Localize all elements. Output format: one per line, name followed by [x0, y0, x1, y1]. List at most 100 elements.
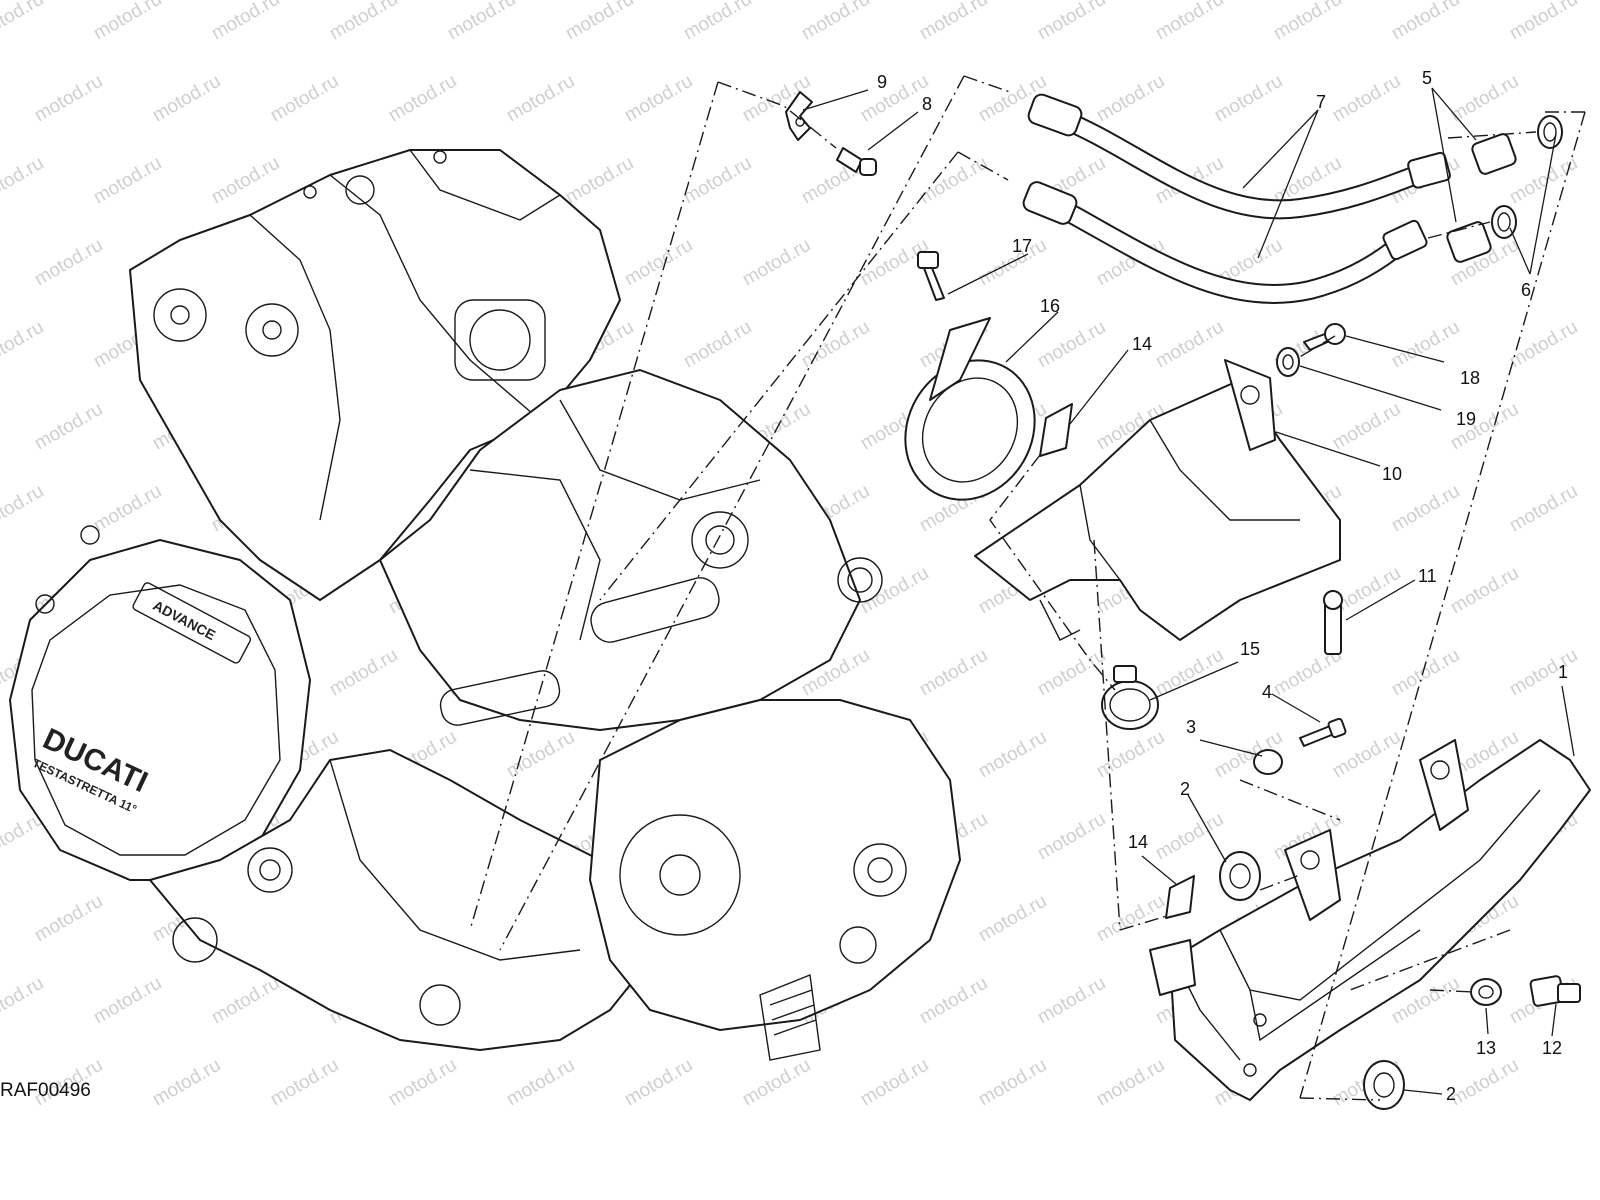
callout-3: 3 — [1186, 717, 1196, 737]
watermark-text: motod.ru — [385, 71, 460, 127]
watermark-text: motod.ru — [208, 973, 283, 1029]
spacer-part — [1253, 749, 1283, 775]
watermark-text: motod.ru — [680, 0, 755, 44]
watermark-text: motod.ru — [1034, 973, 1109, 1029]
watermark-text: motod.ru — [1152, 645, 1227, 701]
watermark-text: motod.ru — [0, 481, 47, 537]
watermark-text: motod.ru — [621, 71, 696, 127]
watermark-text: motod.ru — [1034, 645, 1109, 701]
callout-2-upper: 2 — [1180, 779, 1190, 799]
watermark-text: motod.ru — [1270, 0, 1345, 44]
watermark-text: motod.ru — [1093, 727, 1168, 783]
watermark-text: motod.ru — [562, 153, 637, 209]
horn-part — [904, 317, 1036, 501]
watermark-text: motod.ru — [1329, 399, 1404, 455]
watermark-text: motod.ru — [267, 71, 342, 127]
watermark-text: motod.ru — [1034, 809, 1109, 865]
watermark-text: motod.ru — [739, 235, 814, 291]
watermark-text: motod.ru — [1034, 0, 1109, 44]
watermark-text: motod.ru — [1152, 317, 1227, 373]
callout-16: 16 — [1040, 296, 1060, 316]
watermark-text: motod.ru — [326, 0, 401, 44]
rubber-grommet-lower-part — [1363, 1060, 1405, 1110]
oil-cooler-part — [1149, 739, 1591, 1101]
hose-unions-part — [1446, 133, 1517, 263]
watermark-text: motod.ru — [1506, 645, 1581, 701]
callout-9: 9 — [877, 72, 887, 92]
callout-labels: 9 8 7 5 6 17 16 14 18 19 10 11 15 4 3 2 … — [877, 68, 1568, 1104]
callout-17: 17 — [1012, 236, 1032, 256]
callout-19: 19 — [1456, 409, 1476, 429]
watermark-text: motod.ru — [208, 153, 283, 209]
watermark-text: motod.ru — [90, 153, 165, 209]
hose-clamp-part — [1101, 665, 1159, 730]
watermark-text: motod.ru — [680, 153, 755, 209]
watermark-text: motod.ru — [267, 1055, 342, 1111]
watermark-text: motod.ru — [1506, 0, 1581, 44]
watermark-text: motod.ru — [562, 0, 637, 44]
watermark-text: motod.ru — [385, 1055, 460, 1111]
watermark-text: motod.ru — [503, 71, 578, 127]
bracket-washer-part — [1276, 347, 1300, 377]
engine-assembly: DUCATI TESTASTRETTA 11° ADVANCE — [9, 149, 961, 1061]
callout-2-lower: 2 — [1446, 1084, 1456, 1104]
watermark-text: motod.ru — [1447, 563, 1522, 619]
bracket-bolt-part — [1323, 590, 1343, 655]
watermark-text: motod.ru — [0, 153, 47, 209]
watermark-text: motod.ru — [31, 71, 106, 127]
callout-5: 5 — [1422, 68, 1432, 88]
callout-6: 6 — [1521, 280, 1531, 300]
watermark-text: motod.ru — [90, 481, 165, 537]
callout-18: 18 — [1460, 368, 1480, 388]
watermark-text: motod.ru — [444, 0, 519, 44]
sealing-washers-part — [1491, 115, 1563, 239]
watermark-text: motod.ru — [31, 235, 106, 291]
watermark-text: motod.ru — [90, 973, 165, 1029]
drain-washer-part — [1470, 978, 1502, 1006]
watermark-text: motod.ru — [857, 1055, 932, 1111]
watermark-text: motod.ru — [916, 645, 991, 701]
watermark-text: motod.ru — [1388, 645, 1463, 701]
watermark-text: motod.ru — [1388, 0, 1463, 44]
watermark-text: motod.ru — [1093, 1055, 1168, 1111]
callout-12: 12 — [1542, 1038, 1562, 1058]
radiator-bolt-part — [1299, 717, 1347, 747]
callout-7: 7 — [1316, 92, 1326, 112]
callout-11: 11 — [1418, 566, 1437, 586]
watermark-text: motod.ru — [0, 973, 47, 1029]
clip-nut-lower-part — [1165, 875, 1195, 919]
hose-clip-part — [785, 91, 813, 141]
watermark-text: motod.ru — [1388, 317, 1463, 373]
rubber-grommet-upper-part — [1219, 851, 1261, 901]
watermark-text: motod.ru — [0, 0, 47, 44]
oil-hoses-part — [1022, 93, 1451, 304]
callout-8: 8 — [922, 94, 932, 114]
watermark-text: motod.ru — [503, 1055, 578, 1111]
leader-lines — [802, 87, 1575, 1095]
watermark-text: motod.ru — [149, 71, 224, 127]
assembly-lines — [469, 75, 1586, 1101]
callout-13: 13 — [1476, 1038, 1496, 1058]
watermark-text: motod.ru — [916, 153, 991, 209]
watermark-text: motod.ru — [90, 0, 165, 44]
watermark-text: motod.ru — [31, 399, 106, 455]
watermark-text: motod.ru — [916, 0, 991, 44]
watermark-text: motod.ru — [208, 0, 283, 44]
watermark-text: motod.ru — [0, 317, 47, 373]
watermark-text: motod.ru — [31, 891, 106, 947]
callout-14-lower: 14 — [1128, 832, 1148, 852]
watermark-text: motod.ru — [326, 645, 401, 701]
watermark-text: motod.ru — [798, 0, 873, 44]
watermark-text: motod.ru — [1506, 481, 1581, 537]
clip-screw-part — [836, 147, 877, 176]
watermark-text: motod.ru — [975, 891, 1050, 947]
clip-nut-upper-part — [1039, 403, 1073, 457]
watermark-text: motod.ru — [975, 727, 1050, 783]
watermark-text: motod.ru — [1211, 71, 1286, 127]
watermark-text: motod.ru — [1329, 71, 1404, 127]
watermark-text: motod.ru — [1388, 481, 1463, 537]
callout-14-upper: 14 — [1132, 334, 1152, 354]
watermark-text: motod.ru — [739, 1055, 814, 1111]
